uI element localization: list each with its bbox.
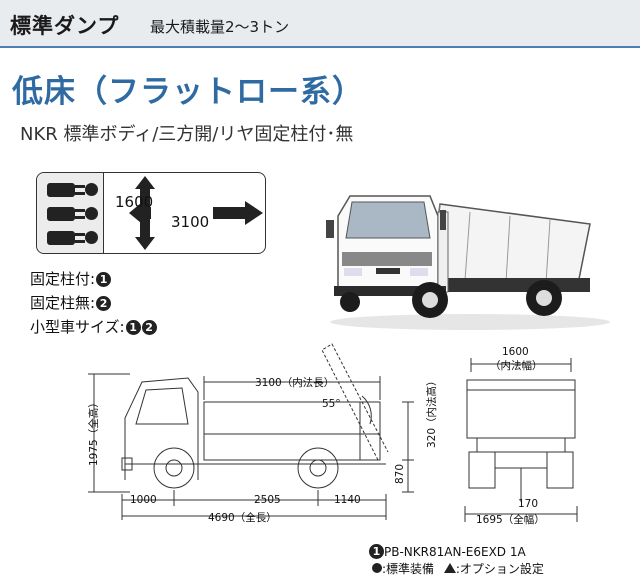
legend-fixed-pillar-with: 固定柱付:1 <box>30 268 112 289</box>
number-badge: 1 <box>125 320 141 335</box>
cargo-height-value: 1600 <box>115 193 154 211</box>
dim-rear-overhang: 1140 <box>334 494 361 506</box>
option-triangle-icon <box>443 563 456 573</box>
dim-inner-length: 3100（内法長） <box>255 377 335 389</box>
number-badge: 2 <box>96 296 112 311</box>
model-line: NKR 標準ボディ/三方開/リヤ固定柱付･無 <box>20 124 354 145</box>
dim-inner-width-label: （内法幅） <box>490 360 543 372</box>
dim-rear-170: 170 <box>518 498 539 510</box>
standard-dot-icon <box>372 563 382 573</box>
number-badge: 2 <box>141 320 157 335</box>
page-title: 低床（フラットロー系） <box>12 74 364 110</box>
side-view-drawing <box>88 343 414 520</box>
spec-box: 1600 3100 <box>36 172 266 254</box>
dim-overall-height: 1975（全高） <box>88 397 100 466</box>
plug-icon <box>47 205 99 223</box>
plug-icon <box>47 229 99 247</box>
dim-wheelbase: 2505 <box>254 494 281 506</box>
header-title: 標準ダンプ <box>10 14 120 38</box>
header-bar: 標準ダンプ 最大積載量2～3トン <box>0 0 640 48</box>
number-badge: 1 <box>96 272 112 287</box>
dim-inner-height: 320（内法高） <box>426 375 438 448</box>
cargo-length-value: 3100 <box>171 213 210 231</box>
dim-overall-width: 1695（全幅） <box>476 514 545 526</box>
header-subtitle: 最大積載量2～3トン <box>150 18 290 36</box>
cargo-dimension-arrows-icon <box>129 176 263 250</box>
dim-overall-length: 4690（全長） <box>208 512 277 524</box>
number-badge: 1 <box>369 544 384 559</box>
footer-legend: :標準装備 :オプション設定 <box>372 560 544 577</box>
legend-fixed-pillar-without: 固定柱無:2 <box>30 292 112 313</box>
dim-inner-width-value: 1600 <box>502 346 529 358</box>
dim-tilt-angle: 55° <box>322 398 341 410</box>
rear-view-drawing <box>464 358 578 522</box>
dim-frame-height: 870 <box>394 463 406 484</box>
plug-icon-panel <box>37 173 104 253</box>
plug-icon <box>47 181 99 199</box>
dim-front-overhang: 1000 <box>130 494 157 506</box>
dump-truck-photo <box>326 195 610 330</box>
